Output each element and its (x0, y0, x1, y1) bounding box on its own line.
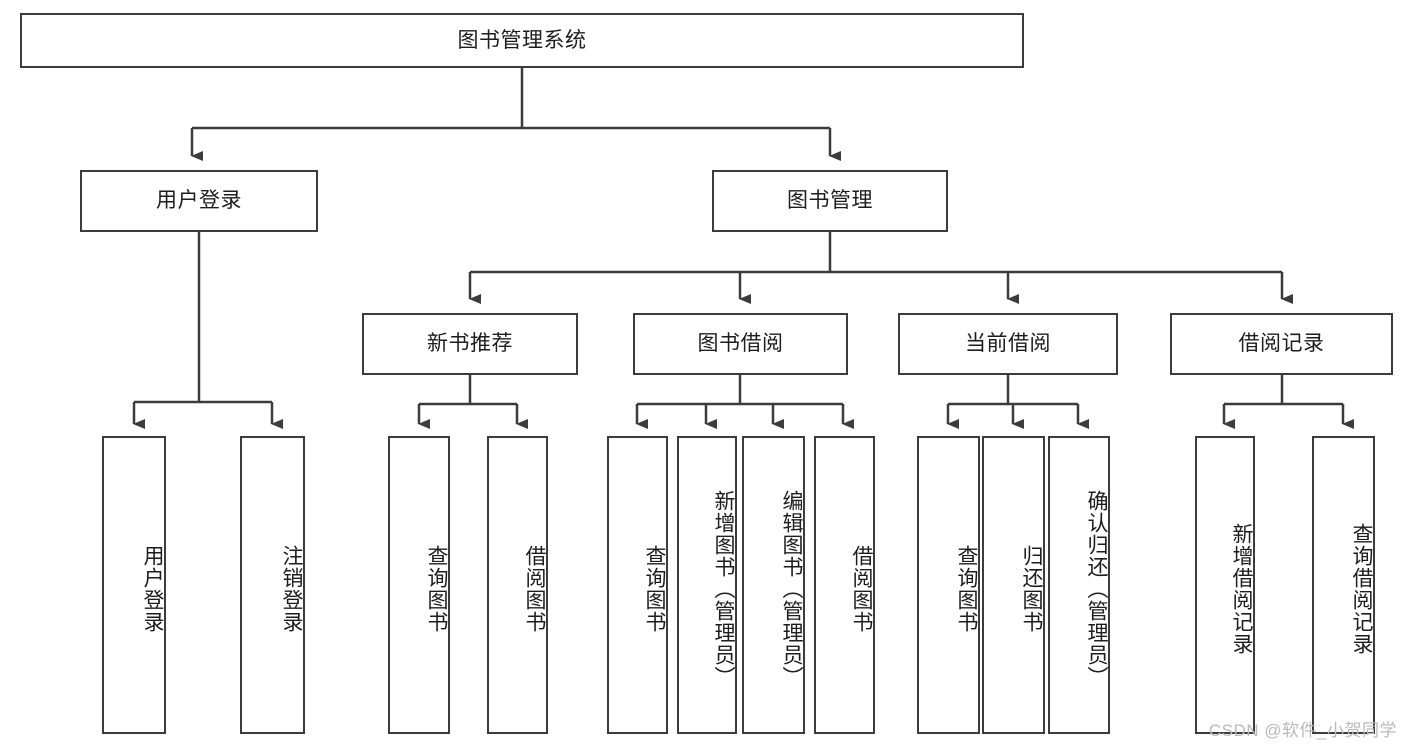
node-book-borrow-label: 图书借阅 (697, 332, 784, 356)
leaf-query-borrow-record[interactable]: 查询借阅记录 (1312, 436, 1375, 734)
node-root[interactable]: 图书管理系统 (20, 13, 1024, 68)
leaf-query-book-recommend-label: 查询图书 (425, 545, 448, 633)
leaf-return-book-label: 归还图书 (1020, 545, 1043, 633)
node-borrow-record-label: 借阅记录 (1238, 332, 1325, 356)
node-user-login[interactable]: 用户登录 (80, 170, 318, 232)
leaf-add-borrow-record[interactable]: 新增借阅记录 (1195, 436, 1255, 734)
leaf-add-book-admin-label: 新增图书（管理员） (712, 490, 735, 688)
leaf-query-book-current-label: 查询图书 (955, 545, 978, 633)
leaf-logout-label: 注销登录 (280, 545, 303, 633)
node-book-borrow[interactable]: 图书借阅 (633, 313, 848, 375)
node-borrow-record[interactable]: 借阅记录 (1170, 313, 1393, 375)
leaf-edit-book-admin[interactable]: 编辑图书（管理员） (742, 436, 805, 734)
csdn-watermark: CSDN @软件_小贺同学 (1208, 721, 1397, 740)
leaf-logout[interactable]: 注销登录 (240, 436, 305, 734)
node-user-login-label: 用户登录 (156, 189, 242, 213)
node-new-book-recommend[interactable]: 新书推荐 (362, 313, 578, 375)
leaf-add-borrow-record-label: 新增借阅记录 (1230, 523, 1253, 655)
leaf-query-book-current[interactable]: 查询图书 (917, 436, 980, 734)
node-current-borrow[interactable]: 当前借阅 (898, 313, 1118, 375)
leaf-confirm-return-admin[interactable]: 确认归还（管理员） (1048, 436, 1110, 734)
leaf-borrow-book[interactable]: 借阅图书 (814, 436, 875, 734)
leaf-query-book-borrow-label: 查询图书 (643, 545, 666, 633)
leaf-query-book-recommend[interactable]: 查询图书 (388, 436, 450, 734)
leaf-edit-book-admin-label: 编辑图书（管理员） (780, 490, 803, 688)
node-root-label: 图书管理系统 (457, 28, 587, 52)
node-book-management-label: 图书管理 (787, 189, 873, 213)
leaf-add-book-admin[interactable]: 新增图书（管理员） (677, 436, 737, 734)
leaf-query-book-borrow[interactable]: 查询图书 (607, 436, 668, 734)
leaf-borrow-book-label: 借阅图书 (850, 545, 873, 633)
node-book-management[interactable]: 图书管理 (712, 170, 948, 232)
node-current-borrow-label: 当前借阅 (965, 332, 1051, 356)
leaf-user-login-label: 用户登录 (141, 545, 164, 633)
leaf-return-book[interactable]: 归还图书 (982, 436, 1045, 734)
leaf-query-borrow-record-label: 查询借阅记录 (1350, 523, 1373, 655)
leaf-borrow-book-recommend-label: 借阅图书 (523, 545, 546, 633)
leaf-confirm-return-admin-label: 确认归还（管理员） (1085, 490, 1108, 688)
leaf-borrow-book-recommend[interactable]: 借阅图书 (487, 436, 548, 734)
leaf-user-login[interactable]: 用户登录 (102, 436, 166, 734)
node-new-book-recommend-label: 新书推荐 (427, 332, 513, 356)
